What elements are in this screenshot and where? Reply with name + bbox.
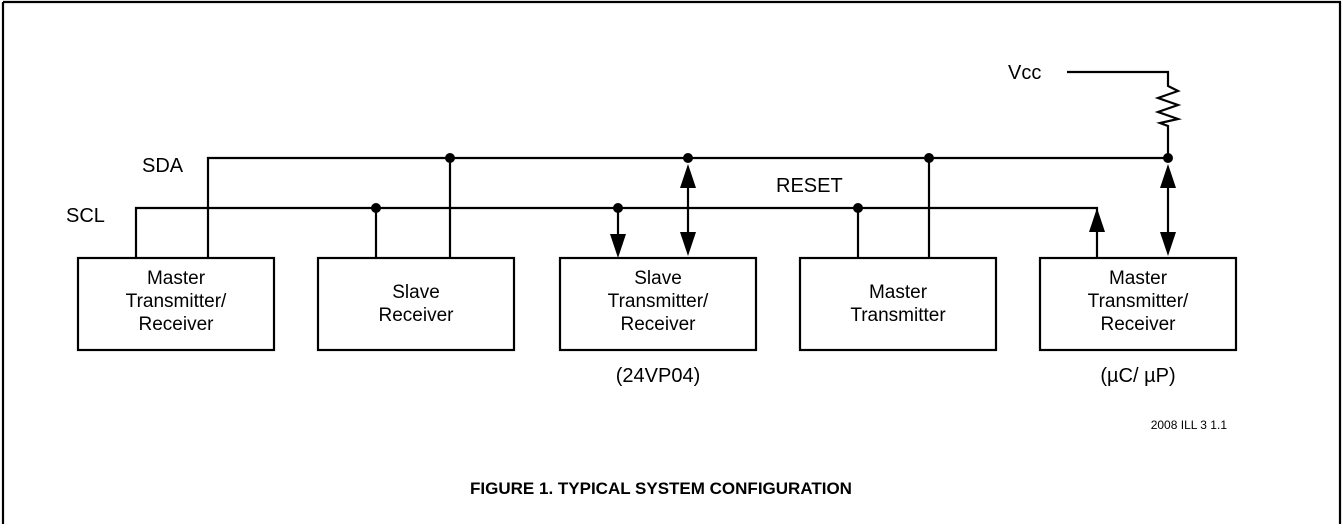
pullup-resistor [1067,70,1183,158]
device-label-line: Transmitter [850,305,946,326]
device-label-line: Transmitter/ [608,291,709,312]
scl-label: SCL [66,205,105,227]
device-part-note: (µC/ µP) [1100,365,1175,387]
sda-junction [683,153,693,163]
sda-bus-line [206,156,1168,258]
up-arrow-icon [1160,164,1176,188]
up-arrow-icon [680,164,696,188]
device-box-slave-transmitter-receiver [558,256,758,352]
up-arrow-icon [1089,208,1105,232]
device-box-slave-receiver [316,256,516,352]
device-part-note: (24VP04) [616,365,701,387]
device-box-master-transmitter [798,256,998,352]
down-arrow-icon [610,234,626,258]
device-label-line: Receiver [1101,314,1177,335]
device-label-line: Transmitter/ [126,291,227,312]
sda-junction [1163,153,1173,163]
device-label-line: Receiver [139,314,215,335]
device-label-line: Master [869,282,928,303]
illustration-id: 2008 ILL 3 1.1 [1151,418,1228,432]
figure-caption: FIGURE 1. TYPICAL SYSTEM CONFIGURATION [470,479,852,498]
device-label-line: Receiver [379,305,455,326]
vcc-label: Vcc [1008,62,1041,84]
device-box-master-transmitter-receiver-mcu [1038,256,1238,352]
sda-label: SDA [142,155,184,177]
device-label-line: Slave [634,268,682,289]
device-label-line: Receiver [621,314,697,335]
device-label-line: Master [1109,268,1168,289]
device-label-line: Transmitter/ [1088,291,1189,312]
device-label-line: Slave [392,282,440,303]
reset-label: RESET [776,175,843,197]
down-arrow-icon [680,232,696,256]
down-arrow-icon [1160,232,1176,256]
device-label-line: Master [147,268,206,289]
device-box-master-transmitter-receiver [76,256,276,352]
